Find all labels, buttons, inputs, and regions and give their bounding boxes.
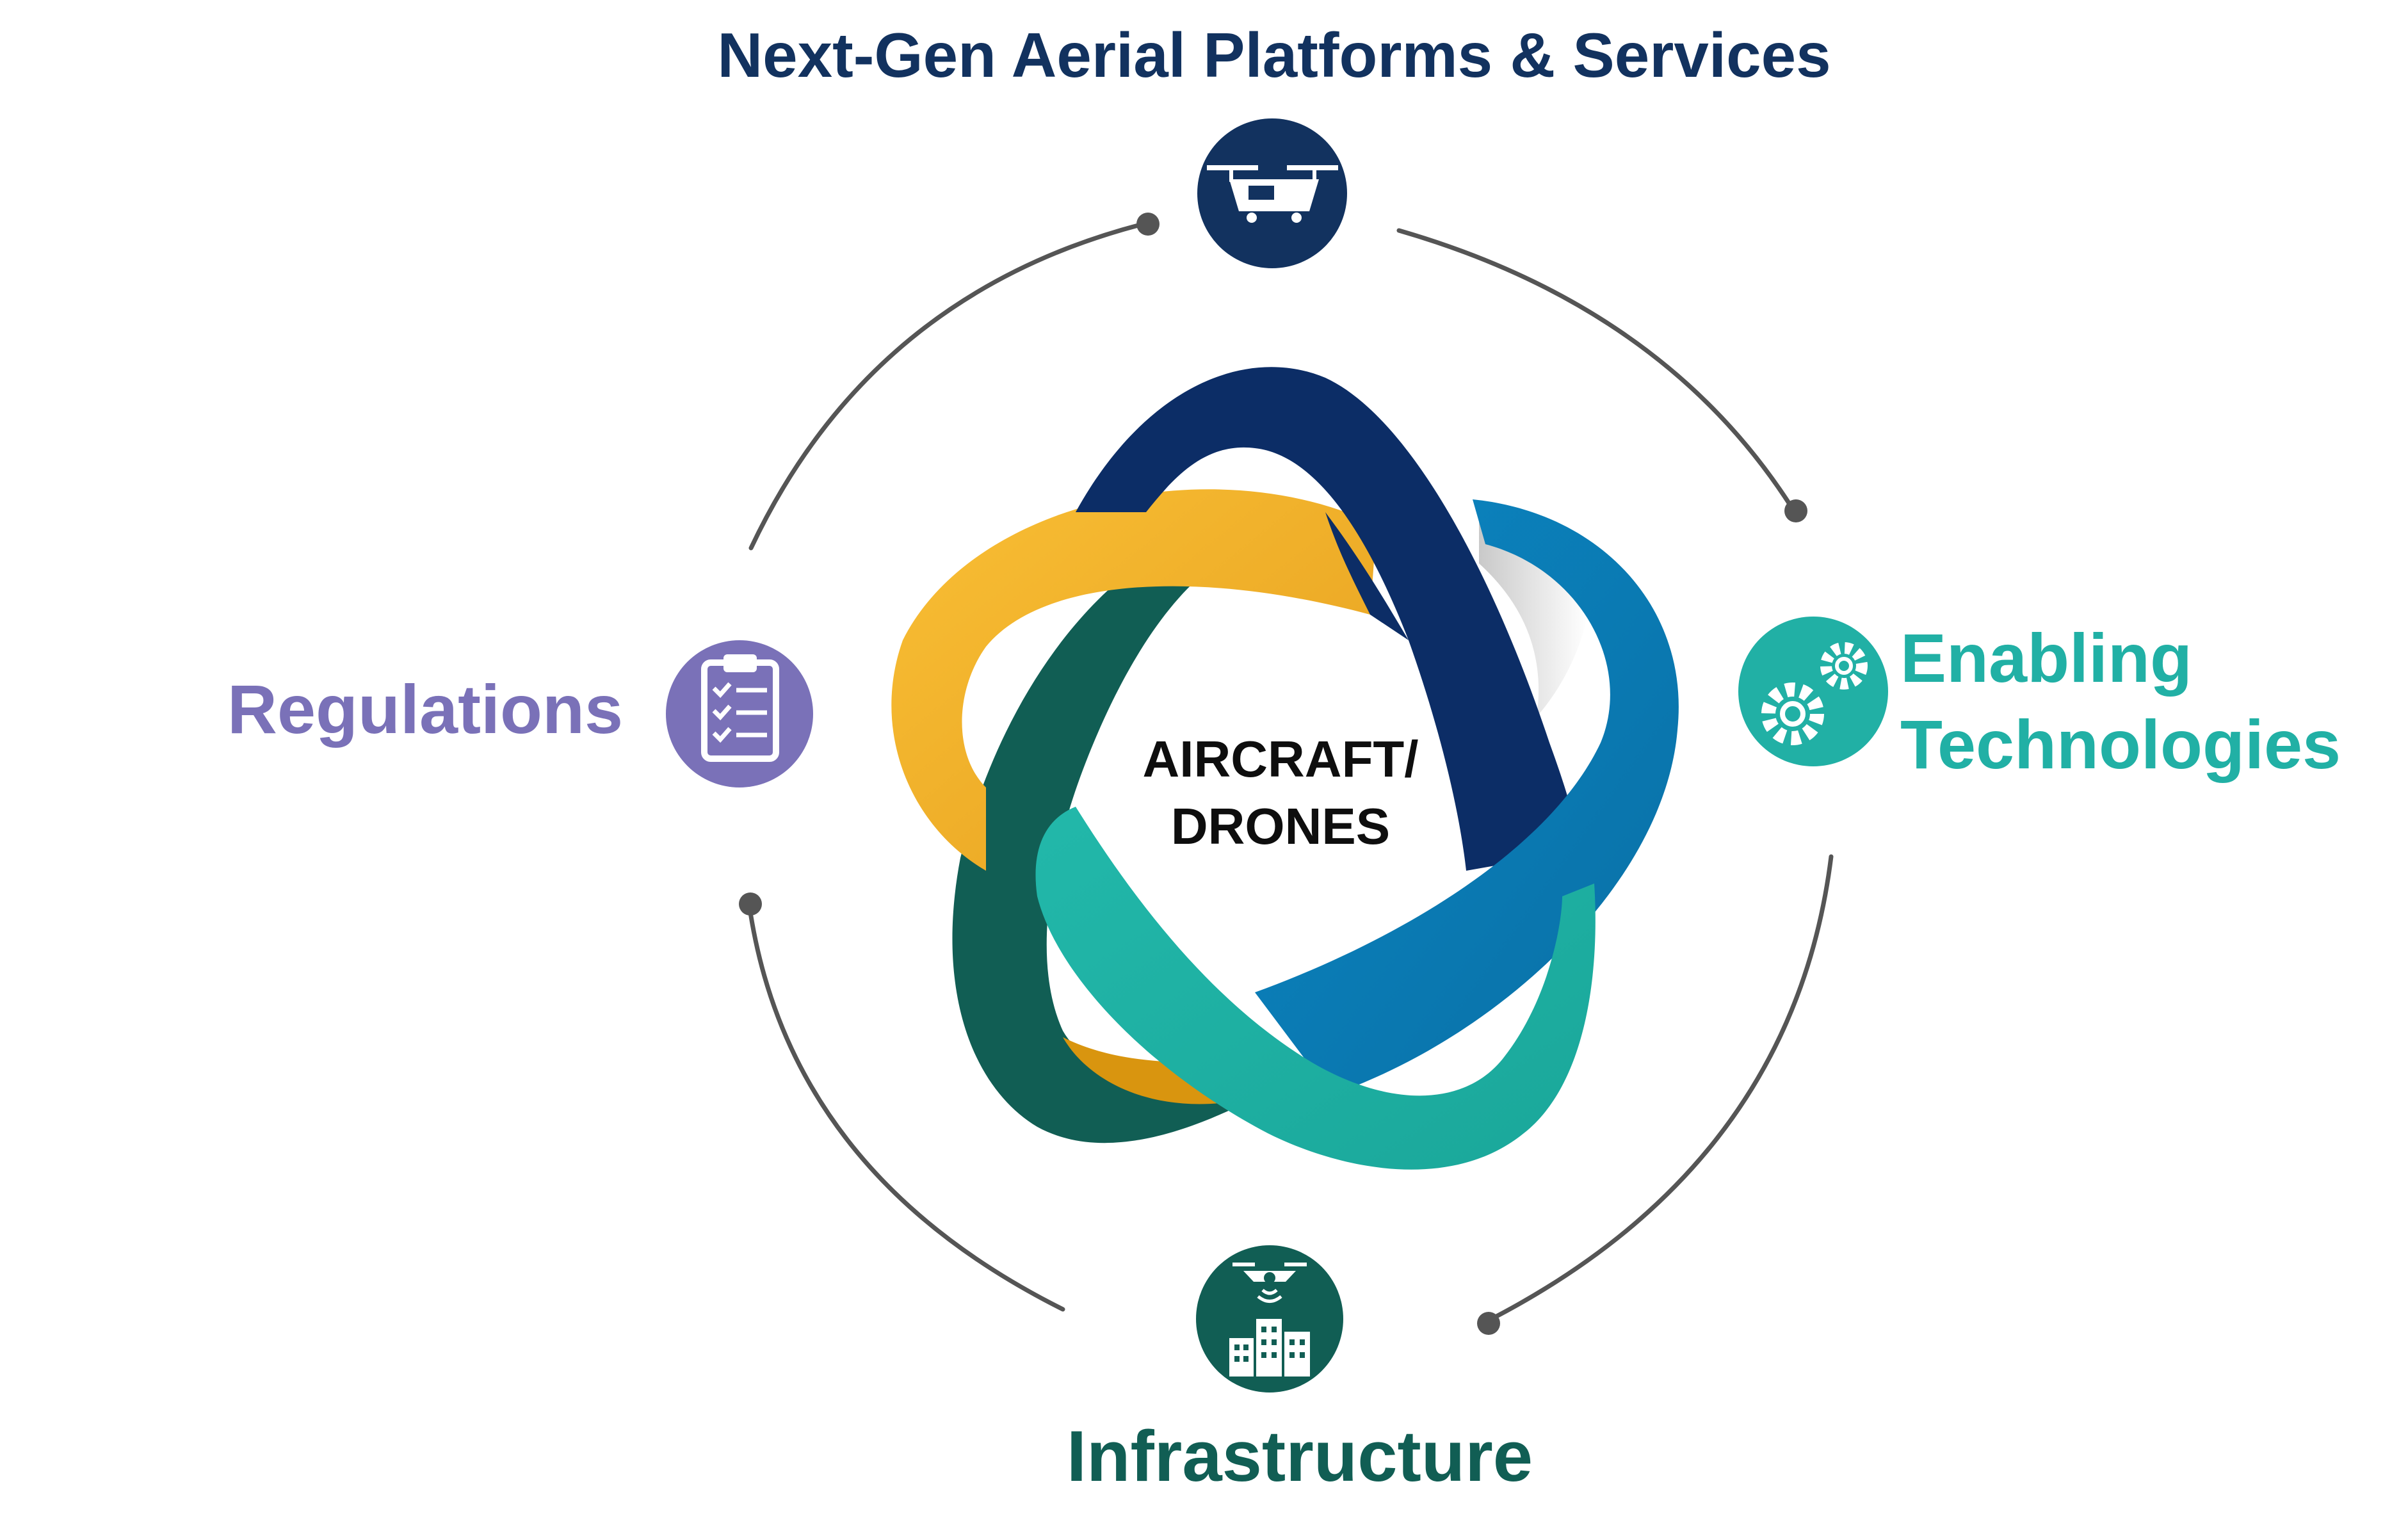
arc-endpoint xyxy=(1477,1312,1500,1335)
ribbon-orange xyxy=(891,489,1377,871)
ribbon-blue xyxy=(1255,499,1679,1095)
drone-city-icon xyxy=(1229,1263,1310,1377)
node-top xyxy=(1197,118,1347,268)
node-left xyxy=(666,640,813,787)
gears-icon xyxy=(1761,642,1868,745)
center-label-line2: DRONES xyxy=(1170,798,1391,855)
arc-bottom-right xyxy=(1483,854,1834,1325)
ribbon-dark-teal xyxy=(952,531,1248,1143)
arc-top-right xyxy=(1396,228,1795,512)
ribbon-navy xyxy=(1076,367,1578,871)
center-label-line1: AIRCRAFT/ xyxy=(1142,731,1419,787)
node-left-label: Regulations xyxy=(227,670,624,748)
ribbon-knot xyxy=(891,367,1679,1170)
arc-top-left xyxy=(748,222,1145,551)
node-top-label: Next-Gen Aerial Platforms & Services xyxy=(717,20,1831,90)
clipboard-checklist-icon xyxy=(701,654,779,762)
node-bottom xyxy=(1196,1245,1343,1393)
connector-endpoints xyxy=(739,213,1807,1335)
arc-bottom-left xyxy=(747,901,1065,1312)
ribbon-orange-bottom xyxy=(1063,1037,1236,1104)
ribbon-teal xyxy=(1035,807,1596,1170)
ribbon-navy-overlap xyxy=(1325,512,1409,640)
node-right-label-line1: Enabling xyxy=(1900,619,2192,697)
arc-endpoint xyxy=(1784,499,1807,522)
node-right-circle xyxy=(1738,617,1888,766)
node-right-label-line2: Technologies xyxy=(1900,706,2341,783)
node-bottom-label: Infrastructure xyxy=(1066,1416,1533,1496)
arc-endpoint xyxy=(1136,213,1160,236)
arc-endpoint xyxy=(739,892,762,916)
node-right xyxy=(1738,617,1888,766)
air-taxi-icon xyxy=(1207,165,1338,223)
connector-arcs xyxy=(747,222,1834,1325)
